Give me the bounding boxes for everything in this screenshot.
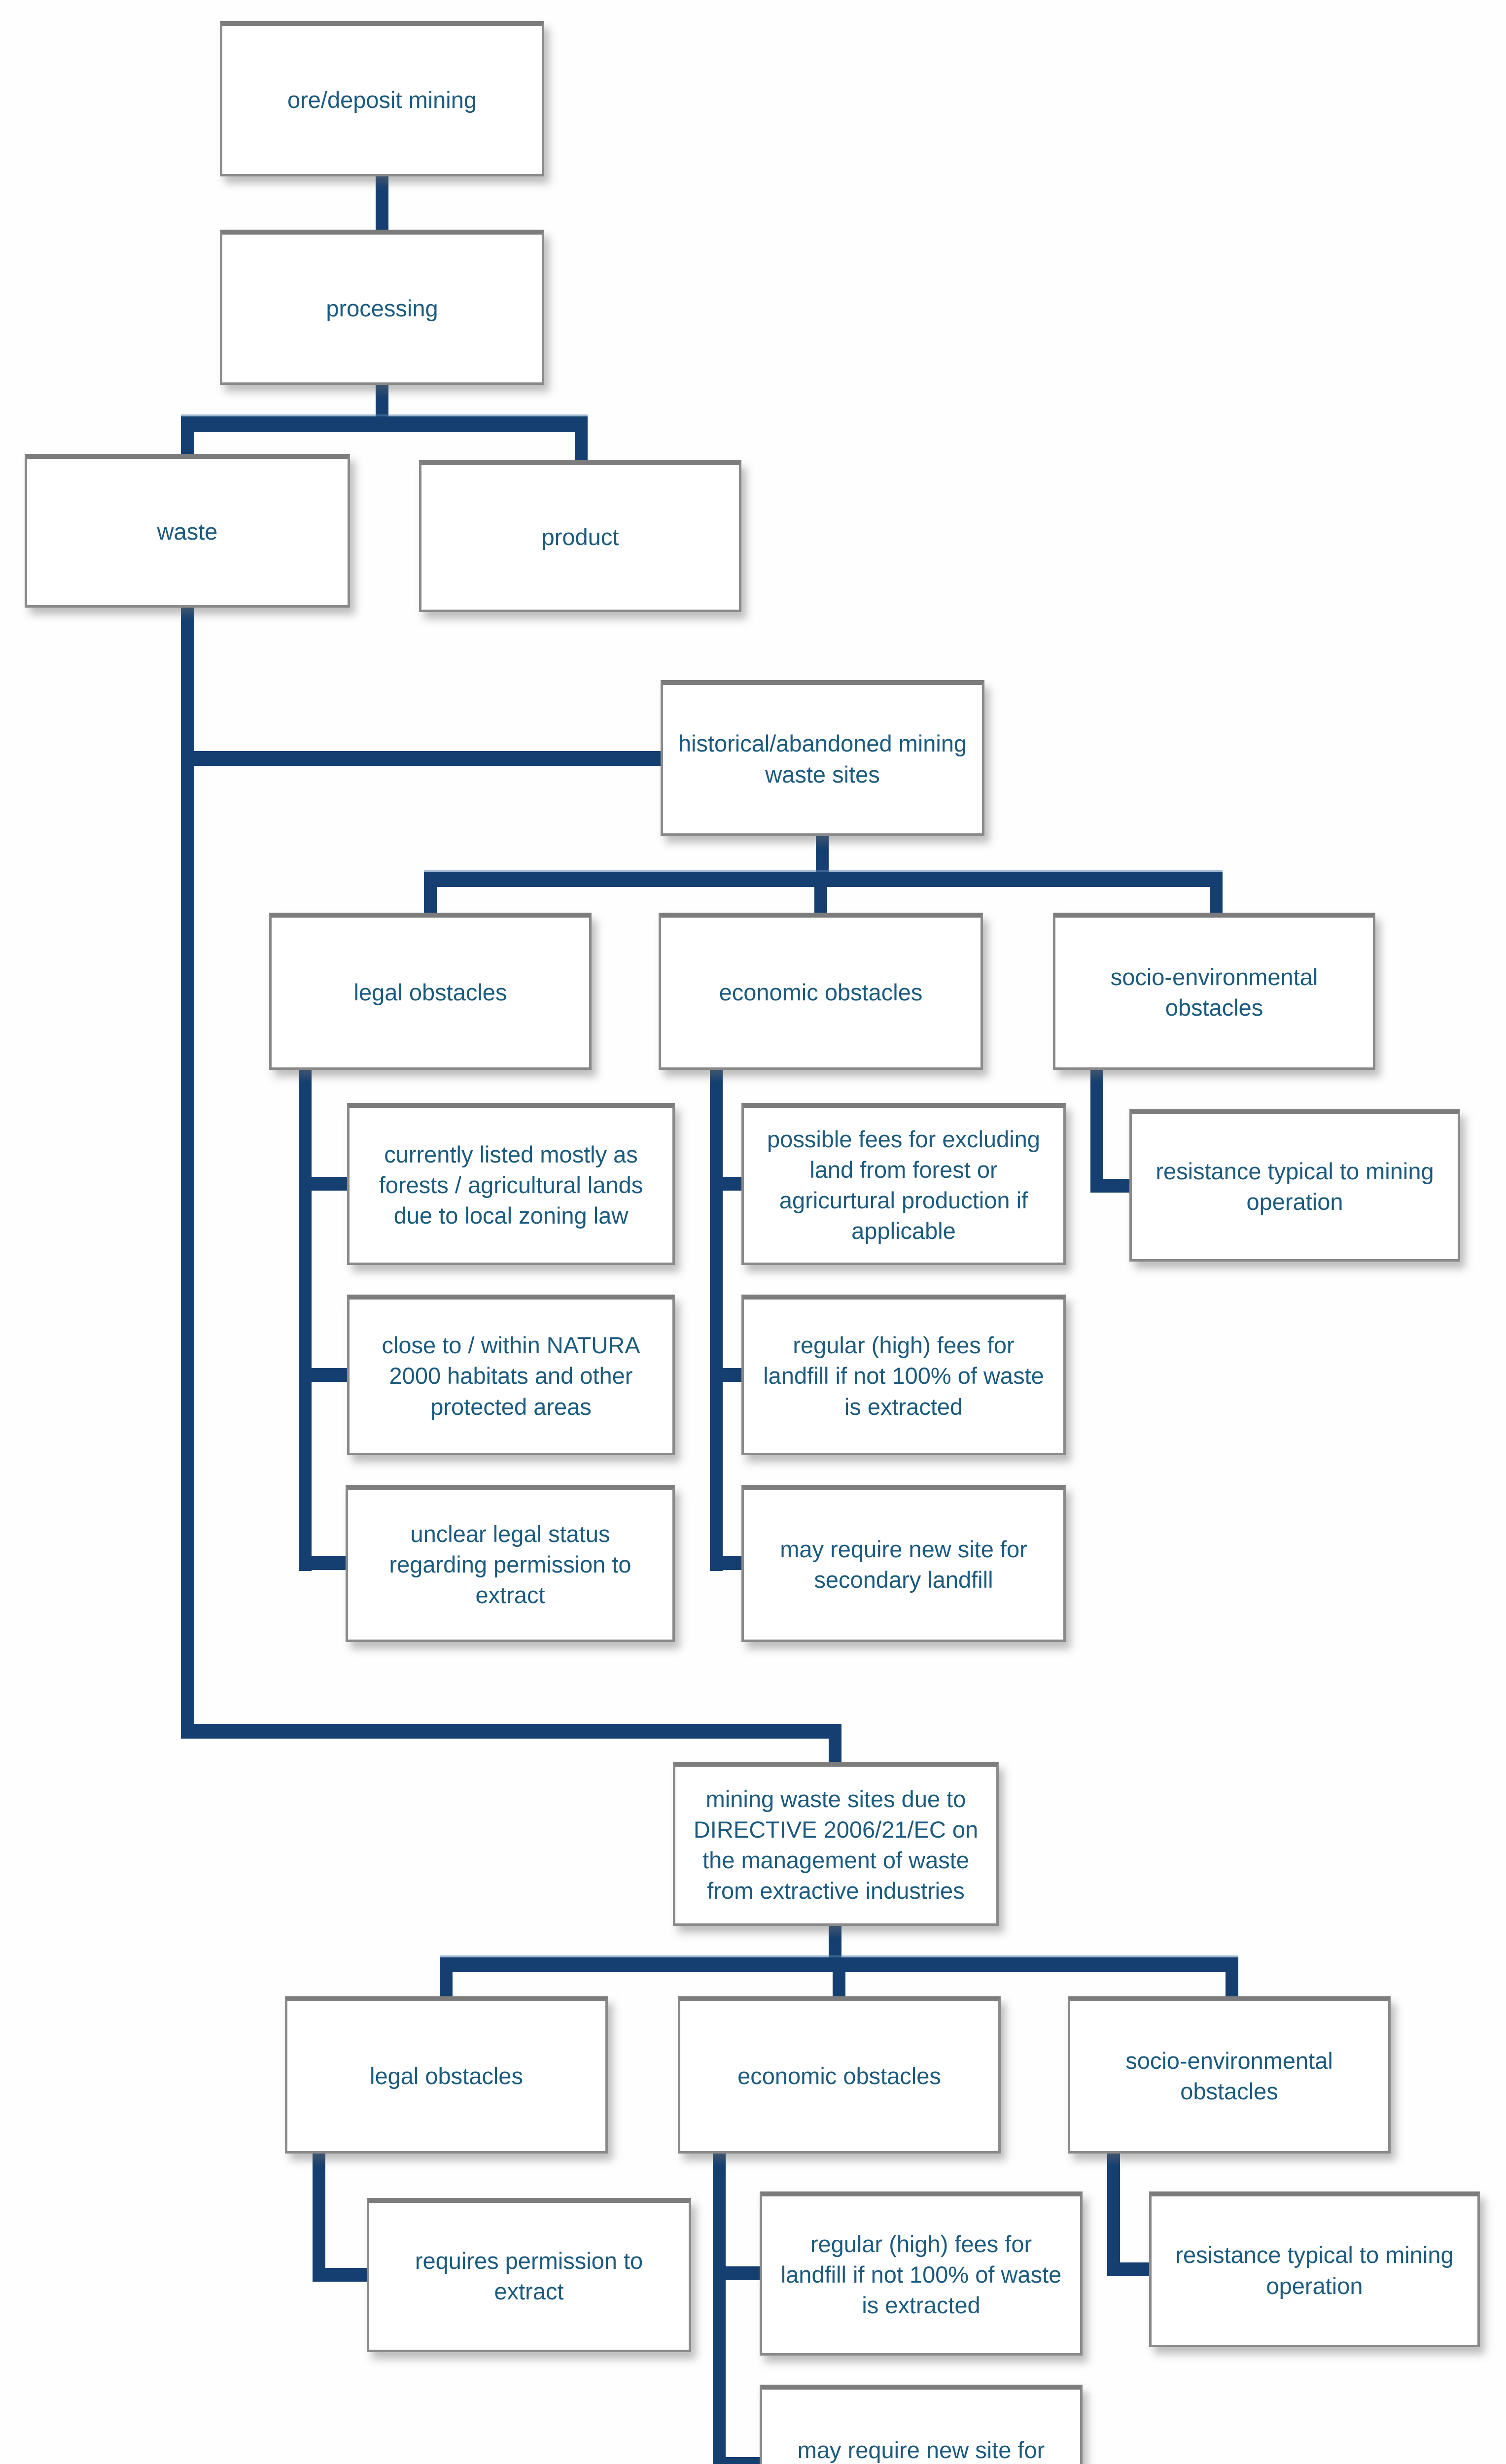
node-secondary-landfill-2: may require new site for secondary landf…	[760, 2385, 1083, 2464]
connector-branch-historical	[187, 751, 661, 766]
connector-elbow-directive-v	[829, 1724, 841, 1764]
connector-legal1-stub-1	[299, 1177, 347, 1191]
node-secondary-landfill-1: may require new site for secondary landf…	[741, 1485, 1066, 1642]
connector-economic1-stub-3	[710, 1556, 741, 1570]
node-socio-environmental-obstacles-1: socio-environmental obstacles	[1053, 913, 1375, 1070]
connector-legal2-elbow	[313, 2268, 367, 2282]
node-requires-permission: requires permission to extract	[367, 2198, 691, 2352]
connector-drop-socio-1	[1210, 872, 1223, 915]
connector-economic2-elbow	[713, 2457, 760, 2464]
connector-socio1-drop	[1090, 1069, 1103, 1193]
connector-economic1-stub-1	[710, 1177, 741, 1191]
node-legal-obstacles-2: legal obstacles	[285, 1996, 608, 2154]
connector-historical-stub	[816, 835, 829, 873]
connector-waste-trunk	[181, 607, 194, 1739]
connector-split-bar-top	[181, 416, 588, 432]
connector-elbow-directive-h	[181, 1724, 841, 1739]
connector-drop-economic-1	[814, 872, 827, 915]
connector-drop-socio-2	[1226, 1957, 1238, 1997]
connector-legal2-drop	[313, 2153, 325, 2282]
connector-ore-processing	[376, 175, 388, 232]
node-processing: processing	[220, 230, 544, 385]
node-landfill-fees-1: regular (high) fees for landfill if not …	[741, 1295, 1066, 1455]
node-historical-abandoned-sites: historical/abandoned mining waste sites	[661, 680, 984, 836]
node-unclear-legal-status: unclear legal status regarding permissio…	[346, 1485, 675, 1642]
connector-socio2-elbow	[1107, 2262, 1149, 2276]
node-ore-deposit-mining: ore/deposit mining	[220, 21, 544, 176]
connector-economic1-stub-2	[710, 1368, 741, 1382]
node-zoning-law: currently listed mostly as forests / agr…	[347, 1103, 675, 1265]
node-mining-resistance-2: resistance typical to mining operation	[1149, 2191, 1480, 2347]
node-economic-obstacles-1: economic obstacles	[659, 913, 983, 1070]
connector-socio2-drop	[1107, 2153, 1120, 2276]
connector-processing-stub	[376, 384, 388, 418]
node-directive-waste-sites: mining waste sites due to DIRECTIVE 2006…	[673, 1762, 999, 1926]
connector-drop-product	[575, 416, 588, 462]
connector-economic1-trunk	[710, 1069, 723, 1571]
node-mining-resistance-1: resistance typical to mining operation	[1129, 1109, 1460, 1262]
connector-legal1-stub-2	[299, 1368, 347, 1382]
connector-drop-economic-2	[833, 1957, 845, 1997]
node-legal-obstacles-1: legal obstacles	[269, 913, 592, 1070]
node-product: product	[419, 460, 741, 612]
connector-legal1-trunk	[299, 1069, 312, 1571]
connector-economic2-trunk	[713, 2153, 726, 2464]
connector-drop-legal-2	[440, 1957, 453, 1997]
connector-economic2-stub-1	[713, 2266, 760, 2280]
node-economic-obstacles-2: economic obstacles	[678, 1996, 1001, 2154]
connector-drop-waste	[181, 416, 194, 456]
node-waste: waste	[25, 454, 350, 608]
node-landfill-fees-2: regular (high) fees for landfill if not …	[760, 2191, 1083, 2356]
connector-drop-legal-1	[424, 872, 437, 915]
node-natura-2000: close to / within NATURA 2000 habitats a…	[347, 1295, 675, 1455]
connector-legal1-stub-3	[299, 1556, 346, 1570]
node-exclusion-fees: possible fees for excluding land from fo…	[741, 1103, 1066, 1265]
node-socio-environmental-obstacles-2: socio-environmental obstacles	[1068, 1996, 1391, 2154]
connector-socio1-elbow	[1090, 1179, 1129, 1193]
connector-directive-stub	[829, 1925, 841, 1958]
